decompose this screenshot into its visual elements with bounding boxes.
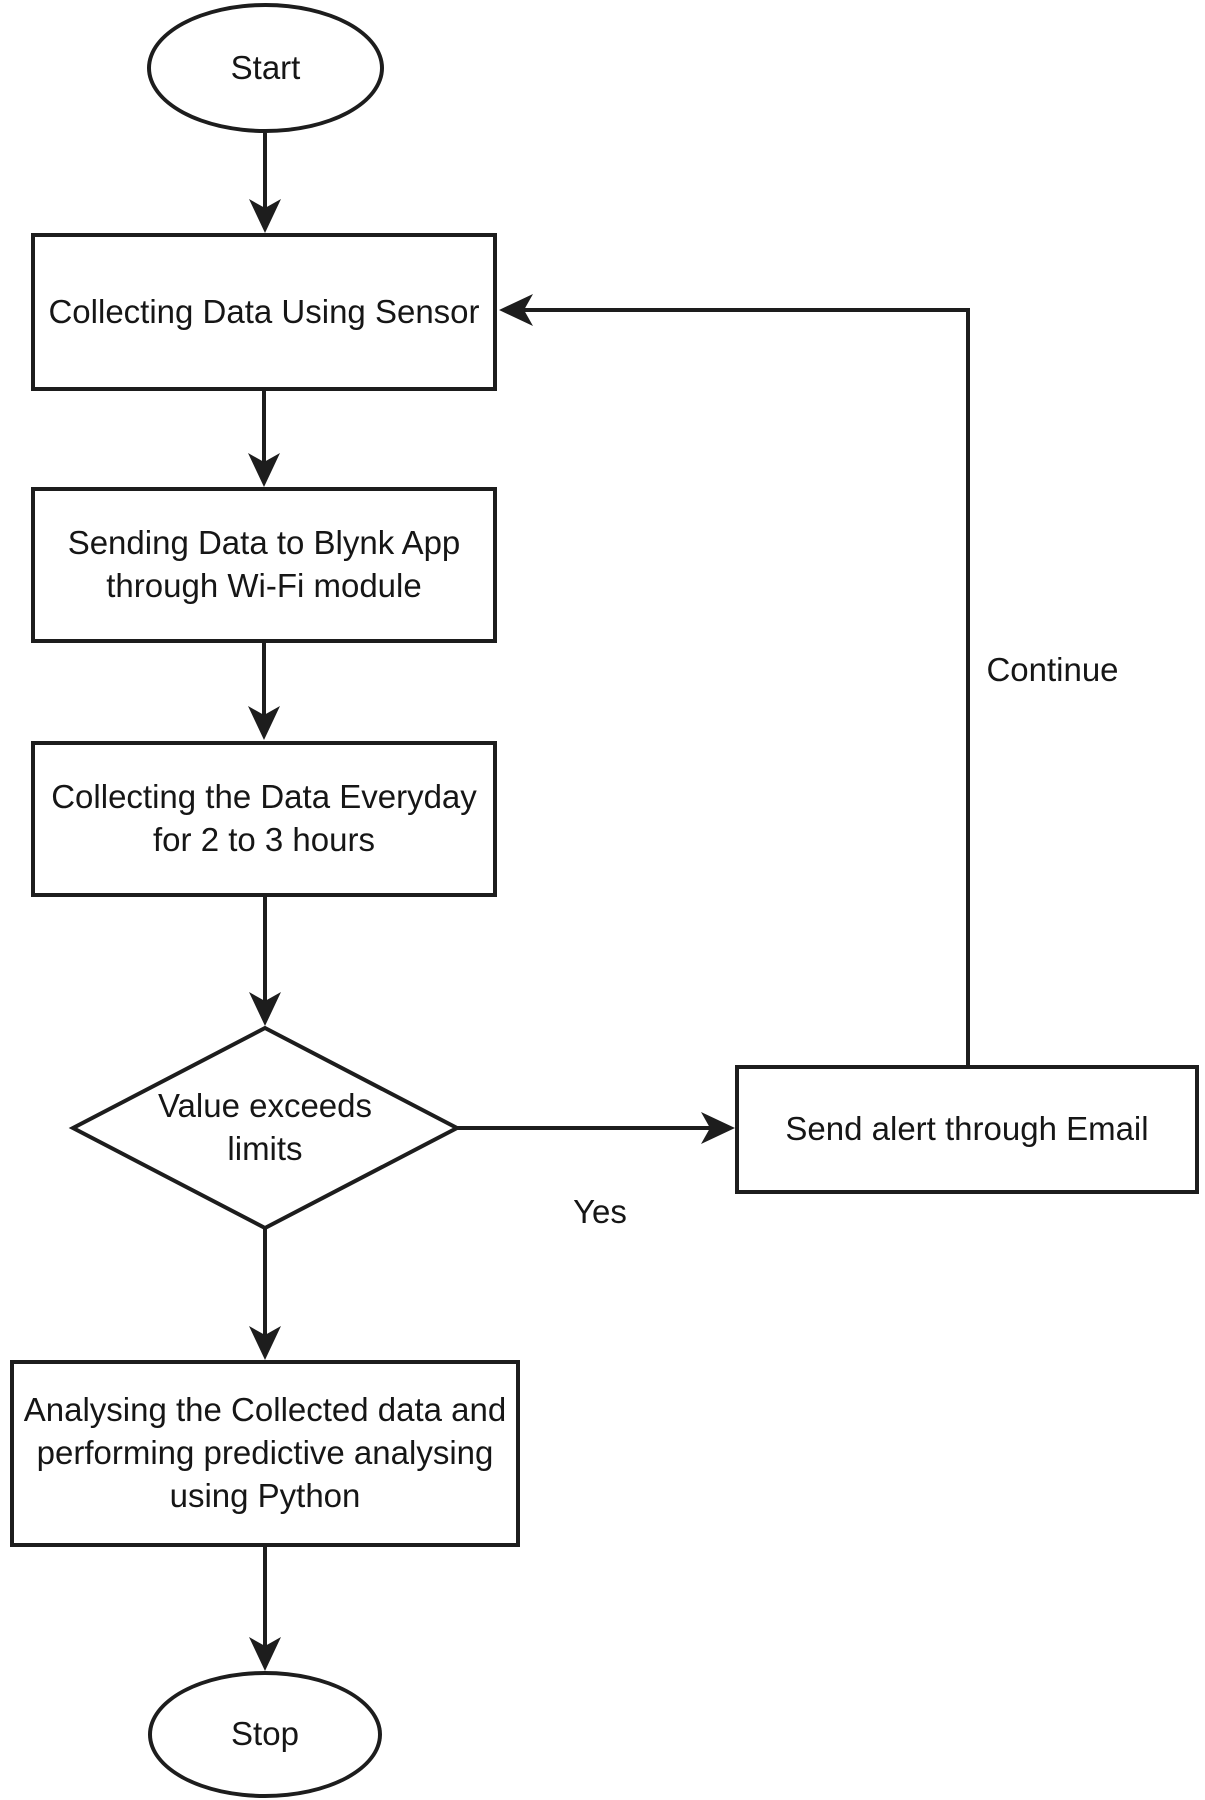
arrowhead-start-to-collect [249,199,281,233]
process-send-alert: Send alert through Email [735,1065,1199,1194]
process-send-blynk-label: Sending Data to Blynk App through Wi-Fi … [67,524,461,604]
process-collect-sensor: Collecting Data Using Sensor [31,233,497,391]
decision-value-exceeds-label: Value exceeds limits [157,1087,373,1167]
arrowhead-continue-to-collect [499,294,533,326]
arrowhead-decision-to-analyse [249,1326,281,1360]
start-terminator: Start [147,3,384,133]
arrowhead-everyday-to-decision [249,992,281,1026]
edge-label-yes: Yes [573,1193,627,1230]
process-analyse-python-label: Analysing the Collected data and perform… [23,1391,507,1514]
start-label: Start [230,48,301,86]
process-send-blynk: Sending Data to Blynk App through Wi-Fi … [31,487,497,643]
arrowhead-blynk-to-everyday [248,706,280,740]
process-analyse-python: Analysing the Collected data and perform… [10,1360,520,1547]
arrowhead-analyse-to-stop [249,1637,281,1671]
stop-terminator: Stop [148,1671,382,1798]
decision-value-exceeds: Value exceeds limits [115,1058,415,1198]
arrowhead-decision-to-email [701,1112,735,1144]
stop-label: Stop [231,1715,299,1753]
process-collect-sensor-label: Collecting Data Using Sensor [48,292,480,330]
process-collect-everyday-label: Collecting the Data Everyday for 2 to 3 … [51,778,477,858]
decision-diamond-shape [68,1025,462,1231]
edge-label-continue: Continue [986,651,1119,688]
line-continue-feedback [522,308,970,1065]
arrowhead-collect-to-blynk [248,453,280,487]
process-send-alert-label: Send alert through Email [785,1110,1149,1148]
process-collect-everyday: Collecting the Data Everyday for 2 to 3 … [31,741,497,897]
